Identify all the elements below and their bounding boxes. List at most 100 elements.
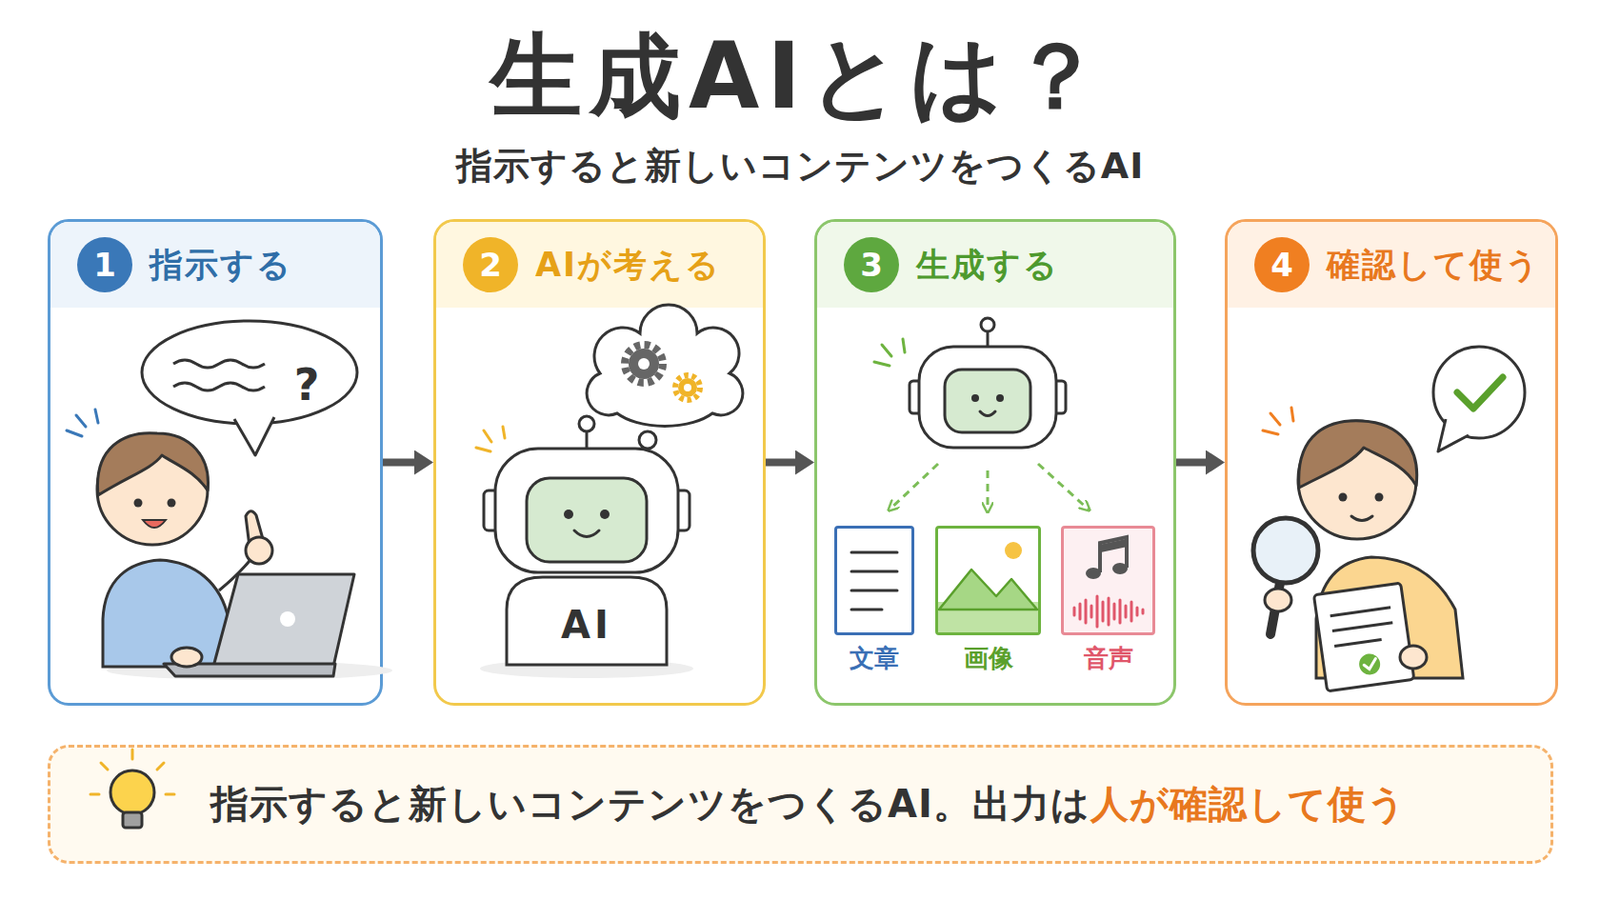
- eye: [134, 499, 143, 508]
- excite-mark: [902, 339, 905, 353]
- person-head: [97, 434, 208, 545]
- excite-mark: [881, 344, 892, 357]
- step-heading: 確認して使う: [1326, 242, 1541, 288]
- hand: [1264, 588, 1292, 612]
- excite-mark: [66, 430, 82, 437]
- antenna-ball: [579, 416, 595, 432]
- excite-mark: [95, 409, 99, 423]
- excite-mark: [1270, 413, 1280, 425]
- speech-bubble: [141, 320, 358, 424]
- check-bubble: [1433, 346, 1525, 439]
- hand: [1400, 645, 1427, 669]
- wavy-line: [173, 360, 265, 368]
- gear: [678, 378, 698, 398]
- excite-mark: [874, 361, 890, 366]
- laptop-base: [163, 663, 336, 677]
- flow-arrow: [765, 459, 796, 467]
- eye: [563, 509, 574, 520]
- robot-head: [919, 346, 1057, 448]
- wavy-line: [173, 382, 265, 391]
- document-line: [851, 551, 898, 555]
- media-label: 文章: [849, 641, 900, 676]
- diagram-title: 生成AIとは？: [490, 16, 1110, 140]
- excite-marks: [476, 426, 505, 452]
- gear: [628, 348, 660, 380]
- step-number: 1: [77, 237, 133, 293]
- dashed-arrow: [1038, 463, 1090, 511]
- bulb-ray: [100, 762, 108, 770]
- excite-marks: [1262, 407, 1294, 435]
- robot-body: [506, 577, 667, 665]
- step-heading: AIが考える: [535, 242, 721, 288]
- thought-dot: [624, 453, 637, 465]
- gear-hole: [683, 383, 692, 392]
- magnifier-lens: [1253, 518, 1319, 583]
- table-shadow: [106, 660, 393, 680]
- excite-mark: [1262, 430, 1279, 435]
- check-badge: [1358, 652, 1382, 677]
- bulb-ray: [90, 793, 100, 797]
- step-number: 2: [462, 237, 519, 293]
- image-mountains: [939, 569, 1038, 610]
- paper-sheet: [1313, 582, 1414, 692]
- bulb-base: [122, 812, 142, 828]
- paper: [1313, 582, 1414, 692]
- check-mark: [1457, 377, 1503, 409]
- excite-mark: [476, 447, 491, 452]
- bulb-ray: [157, 762, 164, 770]
- hand: [171, 647, 202, 667]
- person-hair: [97, 433, 208, 496]
- subtitle-text: 指示すると新しいコンテンツをつくるAI: [456, 141, 1145, 191]
- paper-line: [1334, 639, 1382, 646]
- media-box: 音声: [1060, 525, 1156, 636]
- smile: [574, 530, 600, 538]
- eye: [600, 509, 610, 520]
- laptop-logo: [280, 611, 296, 627]
- dashed-arrow: [888, 463, 939, 511]
- sound-wave: [1074, 596, 1143, 627]
- bulb-rays: [90, 749, 175, 795]
- thought-cloud: [586, 304, 743, 426]
- eye: [971, 394, 980, 402]
- step-header: 3生成する: [817, 221, 1174, 308]
- music-note-stem: [1100, 537, 1127, 573]
- media-box: 画像: [935, 525, 1041, 636]
- document-line: [851, 570, 898, 574]
- paper-line: [1330, 607, 1391, 617]
- document-lines: [851, 552, 898, 610]
- music-note-head: [1112, 562, 1128, 575]
- gear-teeth: [675, 375, 700, 400]
- step-box: 4 確認して使う: [1224, 219, 1559, 706]
- robot-head: [495, 448, 679, 573]
- person-head: [1298, 420, 1417, 540]
- robot-screen: [944, 369, 1031, 433]
- step-heading: 生成する: [916, 242, 1060, 288]
- step-box: 1指示する: [47, 219, 383, 706]
- step-box: 2 AIが考える: [433, 219, 766, 706]
- antenna: [585, 430, 589, 450]
- person-hair: [1299, 420, 1418, 488]
- smile: [1351, 516, 1373, 521]
- mouth: [142, 520, 166, 528]
- media-label: 画像: [963, 641, 1014, 676]
- document-line: [851, 608, 882, 612]
- robot-screen: [526, 478, 647, 562]
- smile: [980, 411, 996, 417]
- bulb-ray: [131, 749, 135, 760]
- music-note-head: [1085, 567, 1101, 580]
- excite-marks: [66, 409, 99, 437]
- eye: [996, 394, 1004, 402]
- arm: [219, 556, 254, 591]
- laptop-screen: [213, 574, 355, 667]
- person-body: [1316, 557, 1463, 679]
- step-number: 4: [1254, 237, 1310, 293]
- excite-mark: [1291, 407, 1294, 421]
- image-sun: [1004, 541, 1022, 560]
- summary-highlight: 人が確認して使う: [1090, 778, 1407, 831]
- step-header: 2 AIが考える: [436, 221, 763, 308]
- bubble-tail-fill: [1438, 417, 1471, 452]
- robot-shadow: [480, 659, 694, 679]
- eye: [1339, 493, 1348, 502]
